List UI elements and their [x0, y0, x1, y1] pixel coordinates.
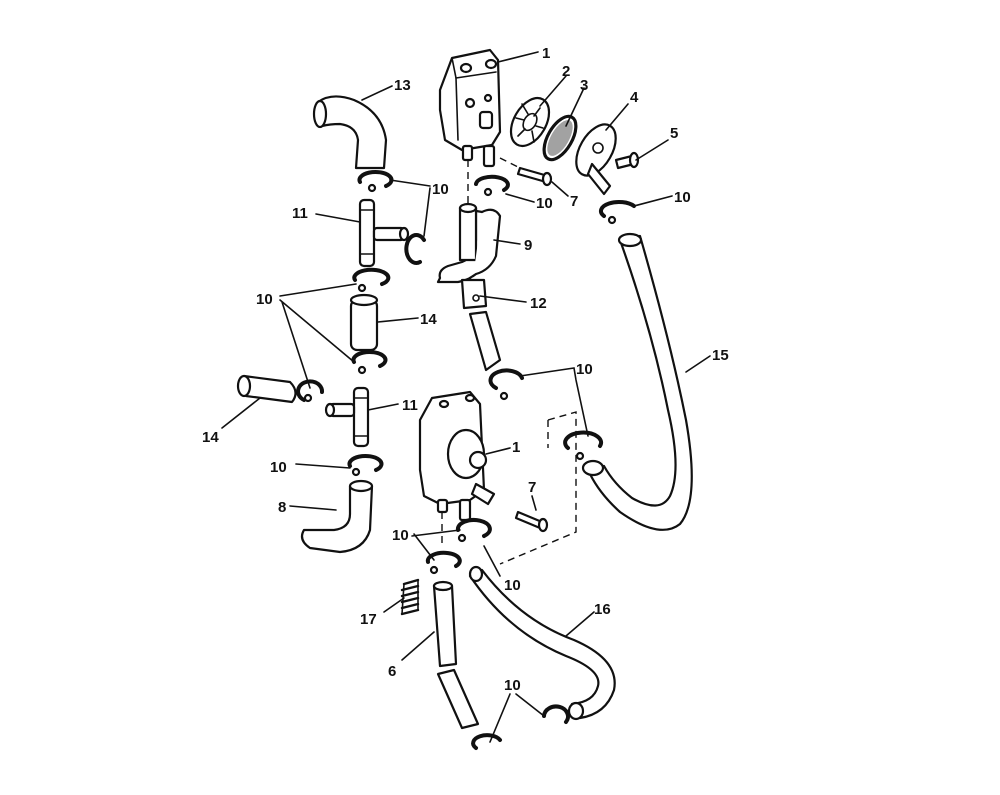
- leader-lines: [221, 51, 711, 743]
- callout-11-upper: 11: [292, 205, 308, 222]
- callout-15: 15: [712, 347, 729, 364]
- callout-17: 17: [360, 611, 377, 628]
- callout-10-c: 10: [674, 189, 691, 206]
- gasket-part-2: [509, 97, 551, 147]
- fuel-pump-lower: [418, 390, 496, 522]
- callout-7-lower: 7: [528, 479, 536, 496]
- callout-10-e: 10: [576, 361, 593, 378]
- callout-4: 4: [630, 89, 639, 106]
- tee-fitting-part-11-lower: [324, 386, 370, 448]
- long-hose-part-15: [581, 232, 693, 531]
- straight-hose-part-14-lower: [236, 374, 297, 404]
- callout-10-f: 10: [270, 459, 287, 476]
- callout-10-b: 10: [536, 195, 553, 212]
- callout-labels: 1 2 3 4 5 7 10 10 10 13 11 9 12 10 14 15…: [202, 45, 729, 694]
- hose-part-12: [460, 278, 502, 372]
- callout-8: 8: [278, 499, 286, 516]
- callout-10-g: 10: [392, 527, 409, 544]
- alignment-bracket: [499, 411, 577, 565]
- formed-hose-part-9: [436, 202, 502, 302]
- callout-7-upper: 7: [570, 193, 578, 210]
- screw-part-5: [614, 151, 640, 170]
- callout-10-d: 10: [256, 291, 273, 308]
- callout-14-lower: 14: [202, 429, 219, 446]
- callout-14-upper: 14: [420, 311, 437, 328]
- callout-12: 12: [530, 295, 547, 312]
- callout-1-lower: 1: [512, 439, 520, 456]
- elbow-hose-part-13: [312, 95, 388, 170]
- spring-part-17: [400, 578, 420, 616]
- callout-10-a: 10: [432, 181, 449, 198]
- hose-part-6: [432, 580, 480, 730]
- callout-1-upper: 1: [542, 45, 550, 62]
- alignment-line-7-upper: [499, 157, 521, 169]
- callout-16: 16: [594, 601, 611, 618]
- callout-13: 13: [394, 77, 411, 94]
- callout-5: 5: [670, 125, 678, 142]
- callout-11-lower: 11: [402, 397, 418, 414]
- callout-10-h: 10: [504, 577, 521, 594]
- cover-part-4: [575, 123, 617, 196]
- callout-3: 3: [580, 77, 588, 94]
- tee-fitting-part-11-upper: [358, 198, 410, 268]
- callout-2: 2: [562, 63, 570, 80]
- straight-hose-part-14-upper: [349, 293, 379, 352]
- clamps-part-10: [296, 169, 636, 750]
- fuel-pump-upper: [438, 48, 502, 168]
- elbow-hose-part-8: [300, 479, 374, 554]
- screw-part-7-upper: [516, 166, 553, 187]
- long-hose-part-16: [468, 565, 616, 721]
- callout-10-i: 10: [504, 677, 521, 694]
- callout-9: 9: [524, 237, 532, 254]
- callout-6: 6: [388, 663, 396, 680]
- screen-part-3: [542, 114, 578, 162]
- screw-part-7-lower: [514, 510, 549, 533]
